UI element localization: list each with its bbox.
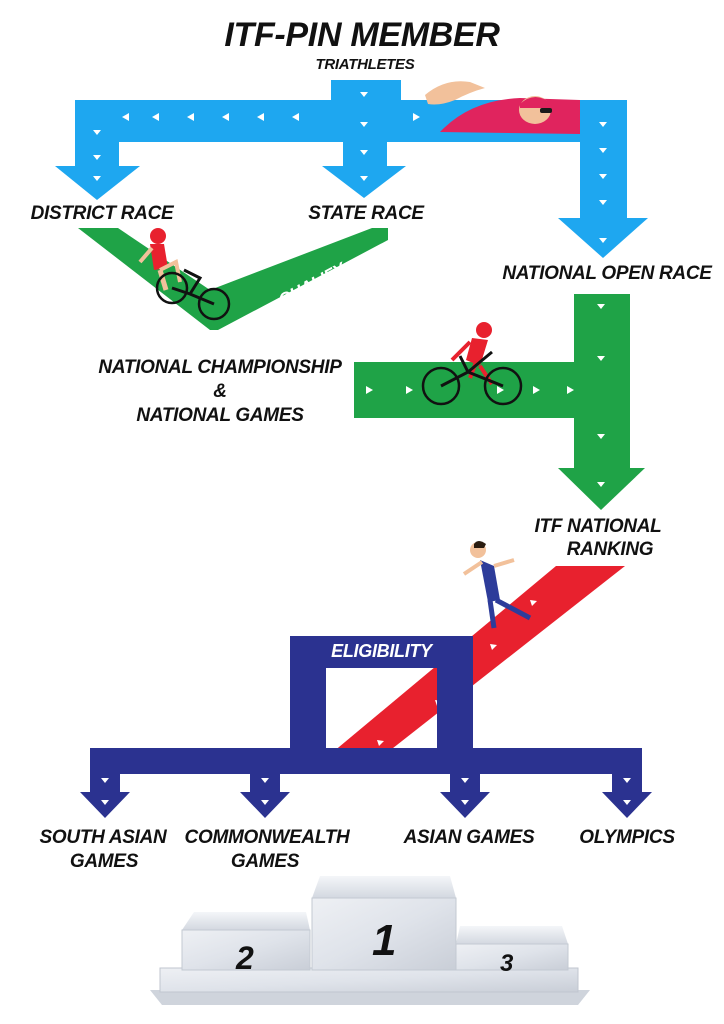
runner-icon [462, 541, 532, 629]
blue-top-stub [331, 80, 401, 102]
eligibility-label: ELIGIBILITY [331, 641, 432, 661]
eligibility-top-bar [290, 636, 473, 668]
podium-third-top [456, 926, 568, 944]
state-race-label: STATE RACE [308, 203, 424, 224]
national-championship-line-1: NATIONAL CHAMPIONSHIP [98, 357, 342, 378]
commonwealth-games-line-2: GAMES [230, 851, 300, 872]
ranking-down-arrow [558, 468, 645, 510]
podium-third-number: 3 [500, 950, 514, 977]
podium-first-number: 1 [372, 916, 397, 965]
podium-first-block [311, 897, 457, 971]
district-down-arrow [55, 166, 140, 200]
south-asian-games-line-2: GAMES [69, 851, 139, 872]
blue-mid-stem [343, 140, 387, 168]
ranking-track [333, 566, 625, 752]
national-championship-line-3: NATIONAL GAMES [136, 405, 304, 426]
green-flow-chevrons [366, 304, 605, 487]
district-race-label: DISTRICT RACE [30, 203, 174, 224]
podium-second-number: 2 [236, 940, 254, 976]
diagram-title: ITF-PIN MEMBER [224, 16, 500, 54]
eligibility-left-post [290, 666, 326, 750]
cyclist-icon [421, 322, 523, 406]
itf-ranking-line-2: RANKING [566, 539, 654, 560]
podium-second-top [182, 912, 310, 930]
navy-flow-chevrons [101, 778, 631, 805]
blue-left-stem [75, 140, 119, 166]
green-flow [354, 294, 645, 510]
south-asian-games-line-1: SOUTH ASIAN [39, 827, 167, 848]
navy-distribution-bar [90, 748, 642, 774]
asian-games-label: ASIAN GAMES [403, 827, 535, 848]
diagram-subtitle: TRIATHLETES [315, 56, 415, 73]
podium-base [150, 990, 590, 1005]
podium [150, 876, 590, 1005]
olympics-label: OLYMPICS [579, 827, 675, 848]
female-cyclist-icon [138, 228, 231, 321]
eligibility-frame [80, 636, 652, 818]
state-down-arrow [322, 166, 406, 198]
swimmer-icon [425, 81, 580, 134]
podium-second-block [181, 929, 311, 971]
national-open-race-label: NATIONAL OPEN RACE [502, 263, 712, 284]
eligibility-right-post [437, 666, 473, 750]
podium-third-block [455, 943, 569, 971]
podium-first-top [312, 876, 456, 898]
itf-ranking-line-1: ITF NATIONAL [534, 516, 662, 537]
commonwealth-games-line-1: COMMONWEALTH [184, 827, 350, 848]
blue-flow-chevrons [93, 92, 607, 243]
national-championship-line-2: & [213, 381, 227, 402]
